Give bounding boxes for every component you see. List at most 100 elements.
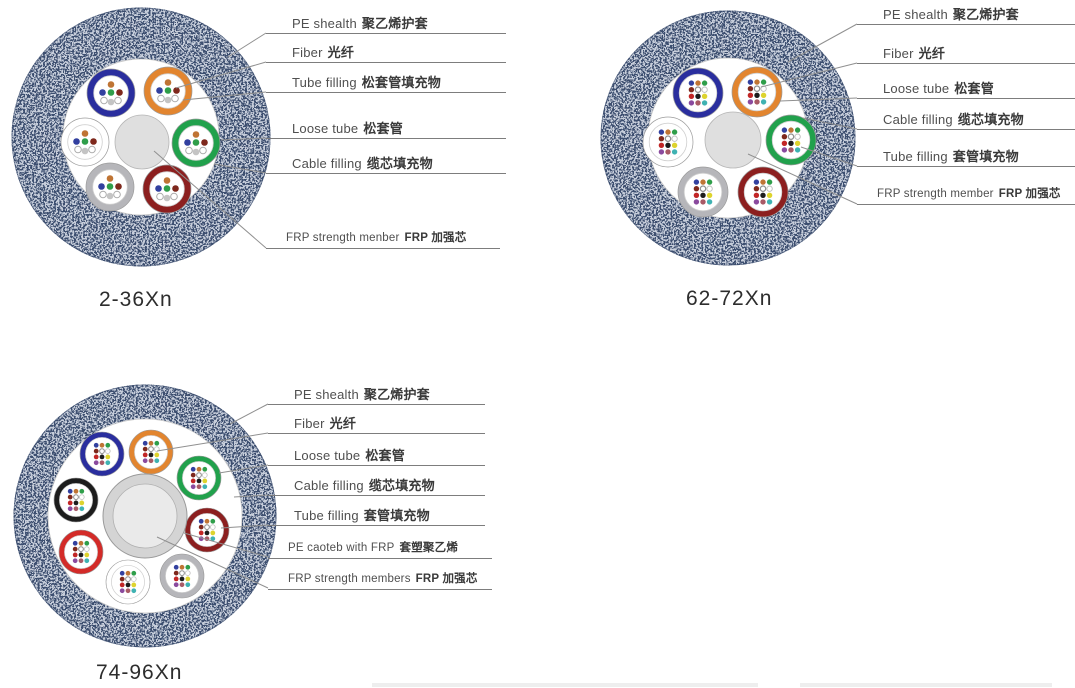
label-text-zh: 缆芯填充物: [366, 156, 433, 171]
leader-line: [229, 403, 269, 425]
leader-line: [787, 23, 858, 63]
loose-tube-orange: [128, 429, 174, 475]
label-text-zh: FRP 加强芯: [404, 232, 467, 244]
label-loose-tube: Loose tube 松套管: [857, 81, 1075, 99]
frp-strength-member: [112, 483, 178, 549]
loose-tube-gray: [85, 162, 135, 212]
label-text-en: FRP strength member: [877, 188, 994, 200]
frp-strength-member: [704, 111, 762, 169]
label-text-en: Loose tube: [294, 448, 361, 463]
caption-2-36xn: 2-36Xn: [99, 288, 173, 311]
leader-line: [156, 432, 269, 452]
label-text-en: PE shealth: [294, 387, 359, 402]
loose-tube-white: [60, 117, 110, 167]
caption-62-72xn: 62-72Xn: [686, 287, 773, 310]
leader-line: [233, 494, 269, 498]
loose-tube-green: [765, 114, 817, 166]
loose-tube-red: [58, 529, 104, 575]
label-text-zh: 套管填充物: [363, 508, 430, 523]
label-tube-filling: Tube filling 套管填充物: [857, 149, 1075, 167]
leader-lines: [153, 23, 858, 589]
leader-line: [175, 61, 267, 89]
cropped-text-artifact: [800, 683, 1052, 687]
label-text-en: PE shealth: [292, 16, 357, 31]
label-text-zh: 光纤: [918, 46, 946, 61]
label-frp-strength-member: FRP strength member FRP 加强芯: [857, 187, 1075, 205]
label-text-zh: FRP 加强芯: [998, 188, 1061, 200]
label-text-en: Cable filling: [292, 156, 362, 171]
label-text-en: Fiber: [883, 46, 914, 61]
label-text-en: Cable filling: [883, 112, 953, 127]
leader-line: [182, 91, 267, 101]
frp-strength-member: [114, 114, 170, 170]
loose-tube-blue: [672, 67, 724, 119]
label-text-zh: 聚乙烯护套: [363, 387, 430, 402]
label-pe-sheath: PE shealth 聚乙烯护套: [268, 387, 485, 405]
loose-tube-blue: [86, 68, 136, 118]
label-cable-filling: Cable filling 缆芯填充物: [857, 112, 1075, 130]
label-text-en: PE shealth: [883, 7, 948, 22]
cropped-text-artifact: [372, 683, 758, 687]
label-pe-sheath: PE shealth 聚乙烯护套: [857, 7, 1075, 25]
label-text-zh: 松套管填充物: [361, 75, 441, 90]
label-text-en: Tube filling: [294, 508, 359, 523]
loose-tube-blue: [79, 431, 125, 477]
label-text-en: PE caoteb with FRP: [288, 542, 395, 554]
label-frp-strength-members: FRP strength members FRP 加强芯: [268, 572, 492, 590]
label-text-zh: 套管填充物: [952, 149, 1019, 164]
label-loose-tube: Loose tube 松套管: [266, 121, 506, 139]
leader-line: [153, 150, 267, 249]
leader-line: [802, 117, 858, 130]
label-text-zh: 松套管: [954, 81, 994, 96]
label-text-en: Loose tube: [883, 81, 950, 96]
label-text-en: FRP strength members: [288, 573, 411, 585]
caption-74-96xn: 74-96Xn: [96, 661, 183, 684]
loose-tube-orange: [731, 66, 783, 118]
label-text-en: Tube filling: [883, 149, 948, 164]
label-text-en: Fiber: [292, 45, 323, 60]
loose-tube-gray: [159, 553, 205, 599]
label-pe-sheath: PE shealth 聚乙烯护套: [266, 16, 506, 34]
loose-tube-dark-red: [184, 507, 230, 553]
label-tube-filling: Tube filling 套管填充物: [268, 508, 485, 526]
loose-tube-dark-red: [142, 164, 192, 214]
cable-62-72xn: [600, 10, 856, 266]
leader-line: [747, 153, 858, 205]
leader-line: [183, 532, 269, 558]
leader-line: [779, 97, 858, 102]
loose-tube-white: [642, 116, 694, 168]
loose-tube-black: [53, 477, 99, 523]
loose-tube-green: [171, 118, 221, 168]
label-text-zh: 光纤: [327, 45, 355, 60]
leader-line: [220, 524, 269, 529]
loose-tube-gray: [677, 166, 729, 218]
leader-line: [220, 137, 267, 141]
leader-line: [156, 536, 269, 589]
label-loose-tube: Loose tube 松套管: [268, 448, 485, 466]
label-text-zh: 松套管: [363, 121, 403, 136]
loose-tube-dark-red: [737, 166, 789, 218]
label-text-zh: 聚乙烯护套: [361, 16, 428, 31]
label-pe-coated-frp: PE caoteb with FRP 套塑聚乙烯: [268, 541, 492, 559]
label-text-zh: 缆芯填充物: [957, 112, 1024, 127]
leader-line: [213, 163, 267, 174]
label-text-zh: 松套管: [365, 448, 405, 463]
cable-74-96xn: [13, 384, 277, 648]
label-text-zh: 套塑聚乙烯: [399, 542, 459, 554]
leader-line: [760, 62, 858, 88]
loose-tube-white: [105, 559, 151, 605]
label-text-en: Loose tube: [292, 121, 359, 136]
loose-tube-green: [176, 455, 222, 501]
label-cable-filling: Cable filling 缆芯填充物: [266, 156, 506, 174]
label-text-zh: FRP 加强芯: [415, 573, 478, 585]
loose-tube-orange: [143, 66, 193, 116]
cable-2-36xn: [11, 7, 271, 267]
label-fiber: Fiber 光纤: [266, 45, 506, 63]
label-text-zh: 聚乙烯护套: [952, 7, 1019, 22]
leader-line: [800, 146, 858, 167]
